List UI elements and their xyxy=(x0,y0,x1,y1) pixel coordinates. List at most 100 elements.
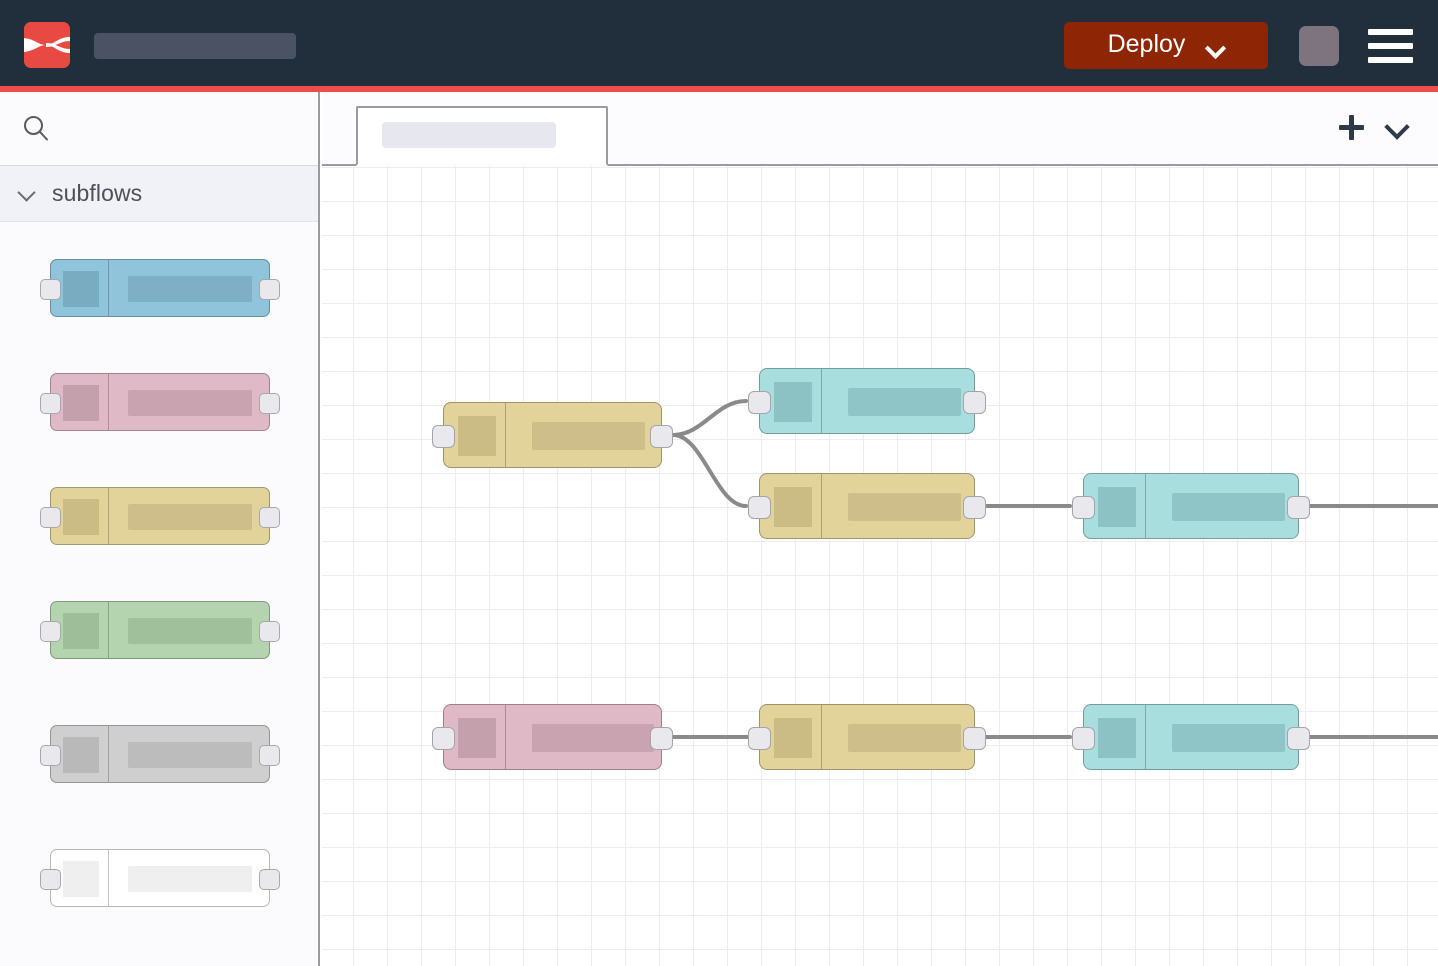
palette-node-1[interactable] xyxy=(40,259,280,317)
hamburger-bar xyxy=(1368,43,1413,49)
node-icon-area xyxy=(1084,474,1146,538)
palette-node-icon-area xyxy=(51,726,109,782)
palette-node-label xyxy=(128,742,252,768)
canvas-node-7[interactable] xyxy=(1072,704,1310,770)
palette-node-input-port[interactable] xyxy=(40,869,61,890)
node-label-area xyxy=(822,369,974,433)
chevron-down-icon[interactable] xyxy=(1207,41,1224,51)
node-icon xyxy=(774,382,812,422)
node-label-area xyxy=(1146,474,1298,538)
palette-node-input-port[interactable] xyxy=(40,745,61,766)
canvas-node-1[interactable] xyxy=(432,402,673,468)
chevron-down-icon[interactable] xyxy=(17,186,36,198)
wire-layer xyxy=(671,399,1438,739)
canvas-node-6[interactable] xyxy=(748,704,986,770)
avatar[interactable] xyxy=(1299,26,1339,66)
palette-node-output-port[interactable] xyxy=(259,869,280,890)
palette-node-6[interactable] xyxy=(40,849,280,907)
palette-node-5[interactable] xyxy=(40,725,280,783)
palette-node-output-port[interactable] xyxy=(259,393,280,414)
node-label xyxy=(848,493,961,521)
node-input-port[interactable] xyxy=(1072,496,1095,519)
node-red-logo-icon[interactable] xyxy=(24,22,70,68)
flow-tab-bar xyxy=(322,92,1438,166)
palette-node-label-area xyxy=(109,602,269,658)
palette-node-icon xyxy=(63,737,99,773)
node-output-port[interactable] xyxy=(1287,496,1310,519)
wire-n1-n3[interactable] xyxy=(671,433,748,508)
hamburger-bar xyxy=(1368,29,1413,35)
palette-node-label xyxy=(128,866,252,892)
palette-node-icon-area xyxy=(51,488,109,544)
canvas-node-5[interactable] xyxy=(432,704,673,770)
node-label xyxy=(848,388,961,416)
palette-node-output-port[interactable] xyxy=(259,745,280,766)
palette-node-3[interactable] xyxy=(40,487,280,545)
palette-node-input-port[interactable] xyxy=(40,393,61,414)
palette-node-4[interactable] xyxy=(40,601,280,659)
app-header: Deploy xyxy=(0,0,1438,92)
workspace xyxy=(322,92,1438,966)
palette-category-label: subflows xyxy=(52,180,143,206)
chevron-down-icon[interactable] xyxy=(1384,118,1408,134)
palette-node-output-port[interactable] xyxy=(259,279,280,300)
node-icon xyxy=(458,718,496,758)
palette-node-output-port[interactable] xyxy=(259,621,280,642)
node-input-port[interactable] xyxy=(432,425,455,448)
palette-node-icon xyxy=(63,271,99,307)
hamburger-menu-icon[interactable] xyxy=(1368,29,1413,63)
node-output-port[interactable] xyxy=(650,727,673,750)
node-output-port[interactable] xyxy=(963,496,986,519)
node-input-port[interactable] xyxy=(1072,727,1095,750)
palette-node-2[interactable] xyxy=(40,373,280,431)
palette-node-label-area xyxy=(109,374,269,430)
node-output-port[interactable] xyxy=(963,727,986,750)
palette-node-icon xyxy=(63,499,99,535)
palette-sidebar: subflows xyxy=(0,92,320,966)
palette-node-input-port[interactable] xyxy=(40,279,61,300)
palette-node-icon xyxy=(63,861,99,897)
node-output-port[interactable] xyxy=(650,425,673,448)
palette-node-label xyxy=(128,390,252,416)
palette-category-subflows[interactable]: subflows xyxy=(0,166,318,222)
node-input-port[interactable] xyxy=(748,391,771,414)
node-input-port[interactable] xyxy=(748,496,771,519)
palette-node-icon-area xyxy=(51,374,109,430)
palette-node-input-port[interactable] xyxy=(40,507,61,528)
node-output-port[interactable] xyxy=(963,391,986,414)
node-icon-area xyxy=(760,474,822,538)
palette-node-icon-area xyxy=(51,602,109,658)
flow-canvas[interactable] xyxy=(322,166,1438,966)
deploy-button-label: Deploy xyxy=(1107,30,1186,58)
canvas-node-4[interactable] xyxy=(1072,473,1310,539)
node-icon xyxy=(774,487,812,527)
node-icon-area xyxy=(760,369,822,433)
node-icon xyxy=(1098,487,1136,527)
search-icon[interactable] xyxy=(22,114,50,142)
node-label-area xyxy=(1146,705,1298,769)
node-input-port[interactable] xyxy=(432,727,455,750)
plus-icon[interactable] xyxy=(1338,114,1366,142)
palette-node-input-port[interactable] xyxy=(40,621,61,642)
palette-node-icon xyxy=(63,613,99,649)
hamburger-bar xyxy=(1368,57,1413,63)
header-title-placeholder xyxy=(94,33,296,59)
deploy-button[interactable]: Deploy xyxy=(1064,22,1268,69)
node-label xyxy=(532,422,645,450)
palette-node-output-port[interactable] xyxy=(259,507,280,528)
node-label xyxy=(1172,724,1285,752)
canvas-node-3[interactable] xyxy=(748,473,986,539)
node-output-port[interactable] xyxy=(1287,727,1310,750)
canvas-node-2[interactable] xyxy=(748,368,986,434)
palette-node-label xyxy=(128,276,252,302)
node-label xyxy=(532,724,654,752)
node-label-area xyxy=(506,705,661,769)
node-icon xyxy=(1098,718,1136,758)
node-icon-area xyxy=(760,705,822,769)
wire-n1-n2[interactable] xyxy=(671,399,748,437)
palette-node-label xyxy=(128,618,252,644)
node-input-port[interactable] xyxy=(748,727,771,750)
tab-flow-1[interactable] xyxy=(356,106,608,166)
palette-node-label-area xyxy=(109,488,269,544)
palette-search-bar[interactable] xyxy=(0,92,318,166)
